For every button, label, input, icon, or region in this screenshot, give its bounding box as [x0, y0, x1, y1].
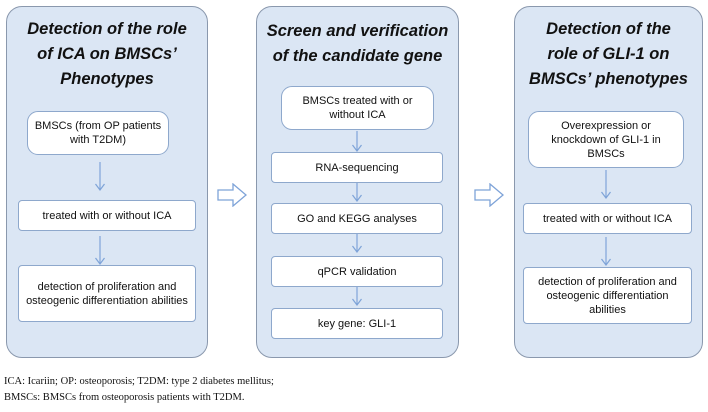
step-go-kegg: GO and KEGG analyses: [271, 203, 443, 234]
down-arrow-icon: [352, 183, 362, 208]
panel-ica-phenotypes: Detection of the role of ICA on BMSCs’ P…: [6, 6, 208, 358]
down-arrow-icon: [95, 236, 105, 271]
down-arrow-icon: [352, 234, 362, 259]
step-treatment: treated with or without ICA: [523, 203, 692, 234]
panel-title: Screen and verification of the candidate…: [266, 22, 449, 65]
down-arrow-icon: [352, 131, 362, 158]
step-bmscs-treated: BMSCs treated with or without ICA: [281, 86, 434, 130]
step-bmscs-source: BMSCs (from OP patients with T2DM): [27, 111, 169, 155]
right-arrow-icon: [474, 182, 505, 212]
step-detection: detection of proliferation and osteogeni…: [18, 265, 196, 322]
panel-title: Detection of the role of ICA on BMSCs’ P…: [27, 20, 187, 88]
step-gli1-modulation: Overexpression or knockdown of GLI-1 in …: [528, 111, 684, 168]
step-detection: detection of proliferation and osteogeni…: [523, 267, 692, 324]
step-treatment: treated with or without ICA: [18, 200, 196, 231]
down-arrow-icon: [601, 237, 611, 272]
footnote-abbreviations: ICA: Icariin; OP: osteoporosis; T2DM: ty…: [4, 376, 274, 387]
panel-gli1-phenotypes: Detection of the role of GLI-1 on BMSCs’…: [514, 6, 703, 358]
panel-candidate-gene: Screen and verification of the candidate…: [256, 6, 459, 358]
down-arrow-icon: [352, 287, 362, 312]
down-arrow-icon: [95, 162, 105, 197]
right-arrow-icon: [217, 182, 248, 212]
step-key-gene: key gene: GLI-1: [271, 308, 443, 339]
down-arrow-icon: [601, 170, 611, 205]
step-qpcr: qPCR validation: [271, 256, 443, 287]
panel-title: Detection of the role of GLI-1 on BMSCs’…: [529, 20, 688, 88]
step-rna-seq: RNA-sequencing: [271, 152, 443, 183]
footnote-bmscs: BMSCs: BMSCs from osteoporosis patients …: [4, 392, 245, 403]
